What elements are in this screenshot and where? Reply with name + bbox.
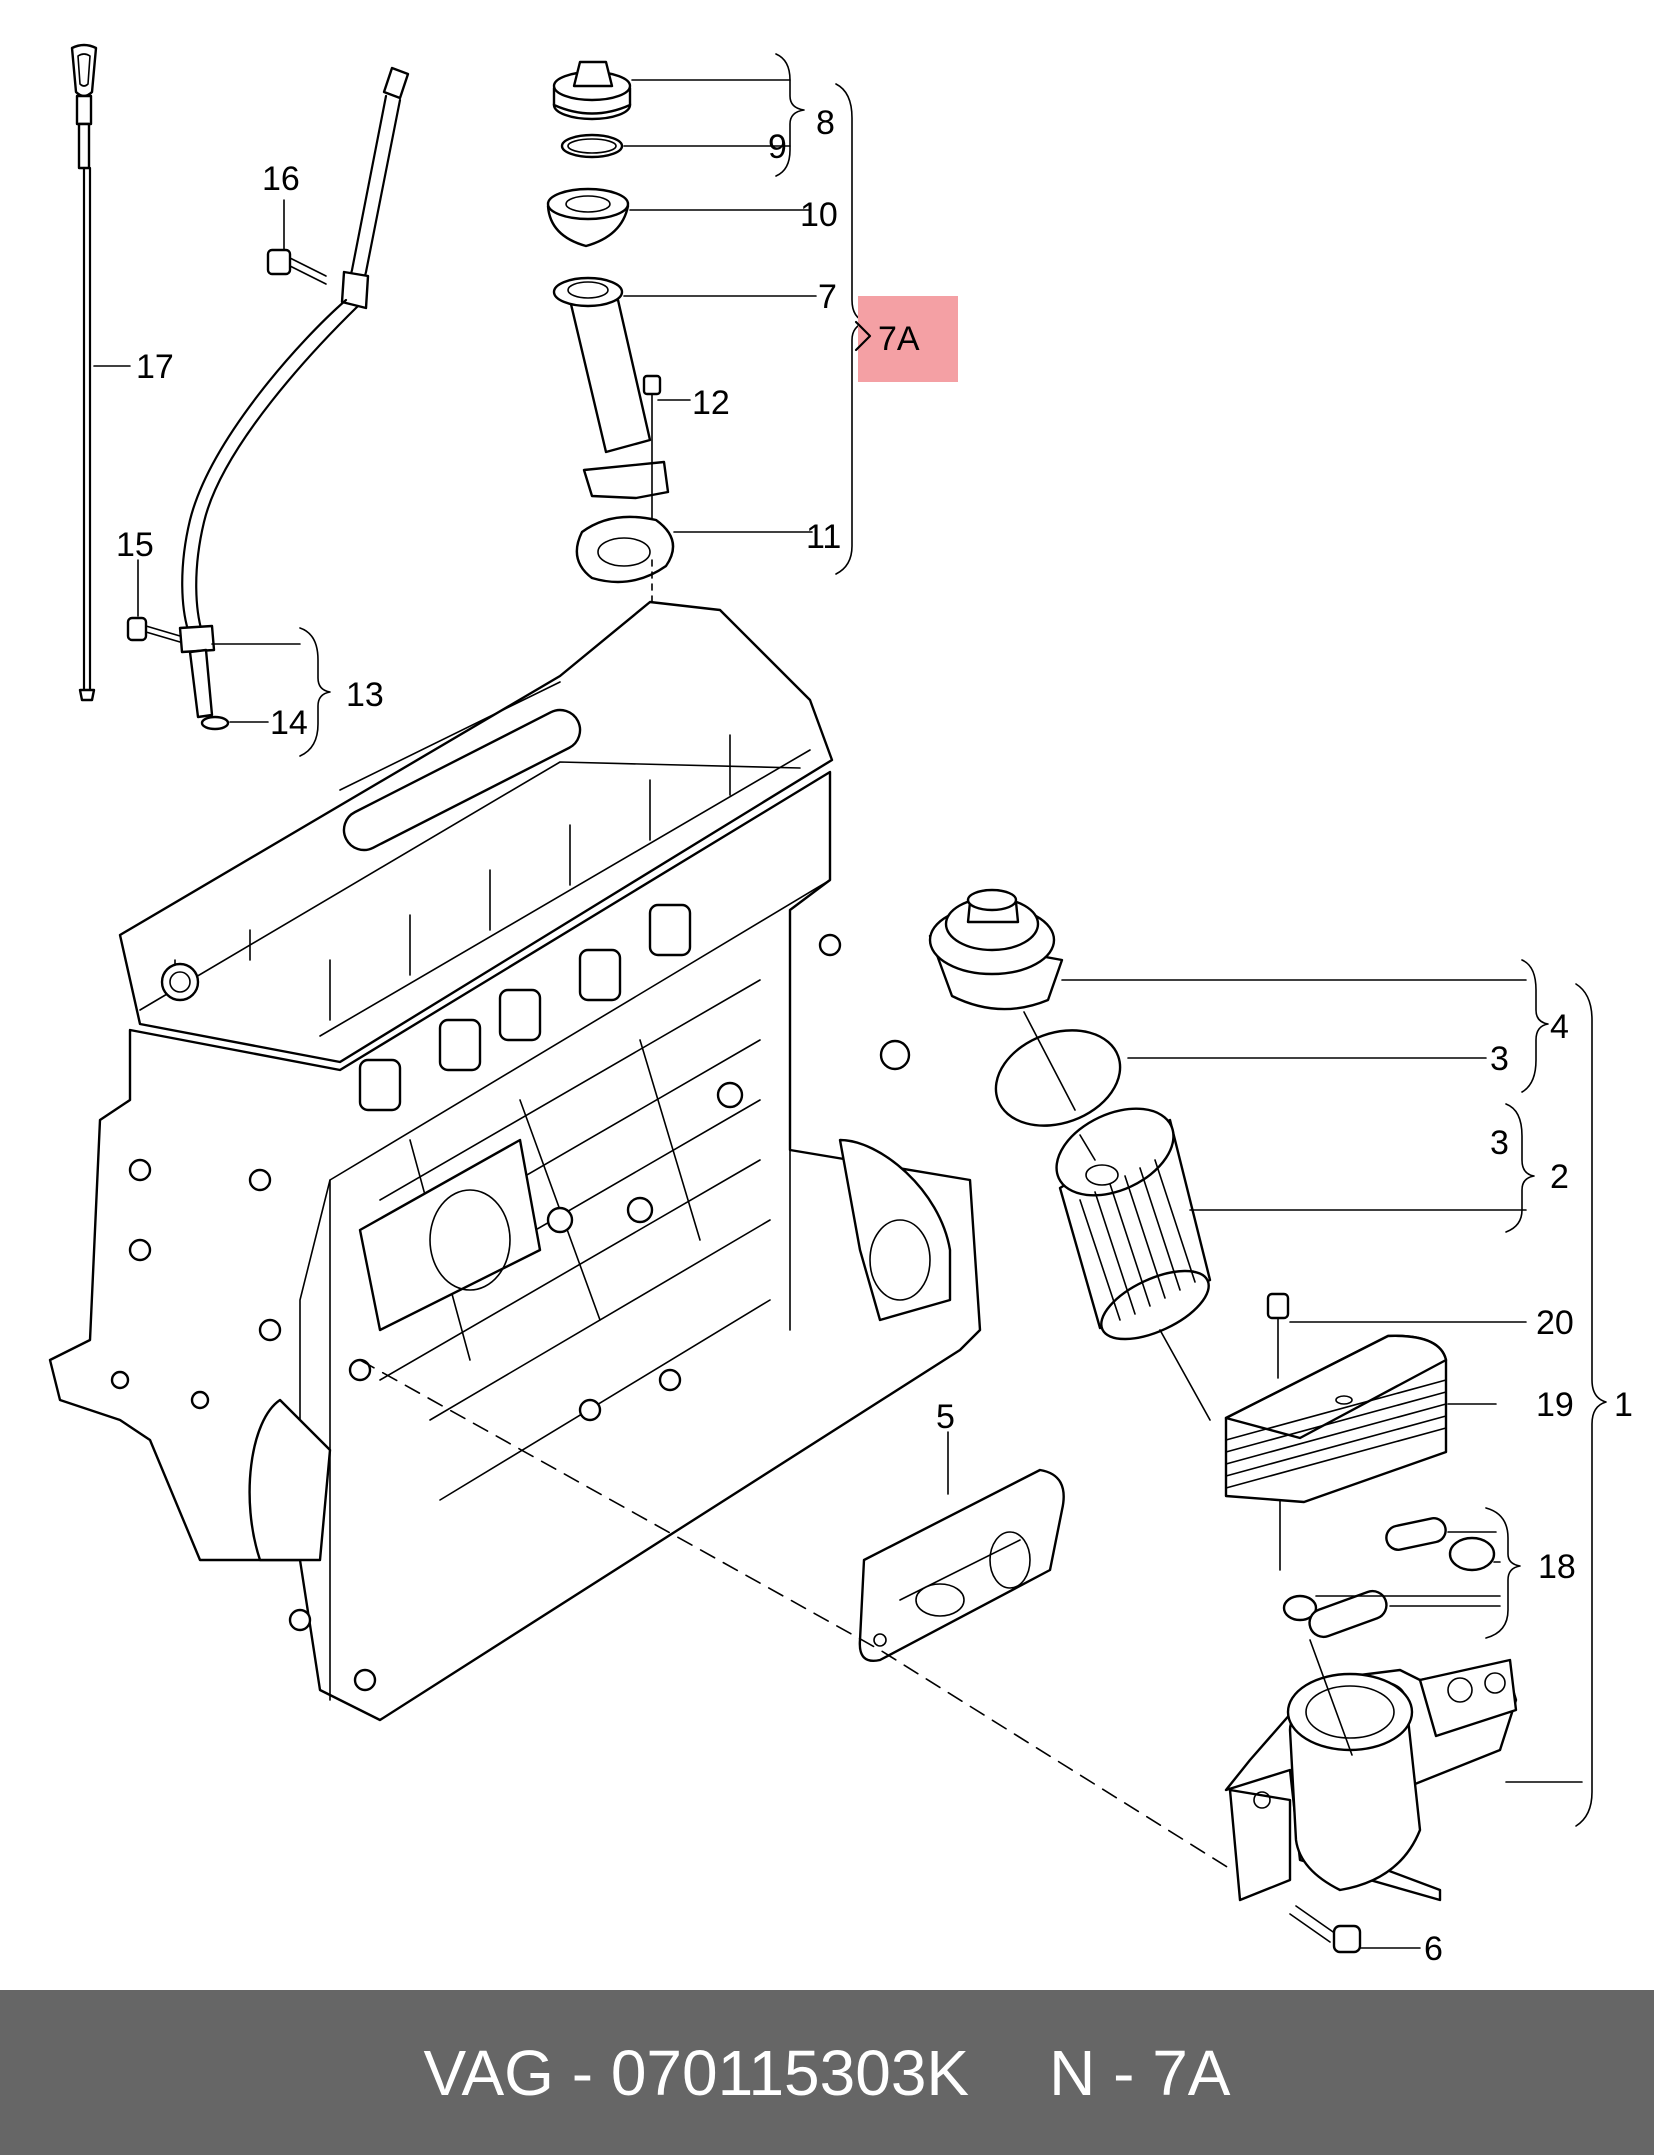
footer-bar: VAG - 070115303K N - 7A bbox=[0, 1990, 1654, 2155]
callout-14: 14 bbox=[270, 704, 308, 742]
callout-5: 5 bbox=[936, 1398, 955, 1436]
callout-13: 13 bbox=[346, 676, 384, 714]
oil-filler-cap bbox=[552, 60, 632, 121]
callout-7: 7 bbox=[818, 278, 837, 316]
callout-2: 2 bbox=[1550, 1158, 1569, 1196]
gasket-11 bbox=[575, 515, 675, 584]
callout-9: 9 bbox=[768, 128, 787, 166]
callout-labels: 17 16 15 13 14 8 9 10 7 7A 12 11 4 3 3 2… bbox=[116, 104, 1633, 1968]
callout-11: 11 bbox=[806, 518, 841, 556]
highlight-7a bbox=[858, 296, 958, 382]
seal-ring-9 bbox=[560, 133, 624, 159]
callout-3-bottom: 3 bbox=[1490, 1124, 1509, 1162]
callout-8: 8 bbox=[816, 104, 835, 142]
footer-group: N - 7A bbox=[1049, 2036, 1231, 2109]
callout-18: 18 bbox=[1538, 1548, 1576, 1586]
oil-cooler-19 bbox=[1224, 1334, 1448, 1504]
dipstick-guide-tube bbox=[178, 66, 410, 731]
engine-block bbox=[48, 600, 982, 1722]
callout-4: 4 bbox=[1550, 1008, 1569, 1046]
footer-part-number: VAG - 070115303K bbox=[423, 2036, 970, 2109]
callout-7a: 7A bbox=[878, 320, 920, 358]
callout-16: 16 bbox=[262, 160, 300, 198]
callout-3-top: 3 bbox=[1490, 1040, 1509, 1078]
dipstick bbox=[70, 43, 98, 702]
callout-6: 6 bbox=[1424, 1930, 1443, 1968]
gasket-5 bbox=[858, 1468, 1065, 1662]
oil-filter-housing-1 bbox=[1224, 1658, 1518, 1902]
oil-filter-cap-4 bbox=[928, 888, 1064, 1011]
callout-19: 19 bbox=[1536, 1386, 1574, 1424]
bolt-20 bbox=[1266, 1292, 1290, 1379]
bolt-16 bbox=[266, 248, 327, 285]
gaskets-18 bbox=[1282, 1517, 1496, 1639]
exploded-parts-diagram: 17 16 15 13 14 8 9 10 7 7A 12 11 4 3 3 2… bbox=[48, 43, 1633, 1968]
callout-20: 20 bbox=[1536, 1304, 1574, 1342]
callout-15: 15 bbox=[116, 526, 154, 564]
bolt-6 bbox=[1289, 1905, 1362, 1954]
bolt-12 bbox=[642, 374, 662, 521]
callout-12: 12 bbox=[692, 384, 730, 422]
callout-17: 17 bbox=[136, 348, 174, 386]
filler-neck-seal-10 bbox=[546, 187, 630, 248]
filler-neck-7 bbox=[552, 276, 670, 500]
bolt-15 bbox=[126, 616, 181, 643]
callout-10: 10 bbox=[800, 196, 838, 234]
leader-lines bbox=[93, 53, 1607, 1949]
callout-1: 1 bbox=[1614, 1386, 1633, 1424]
oil-filter-2 bbox=[1055, 1107, 1212, 1341]
